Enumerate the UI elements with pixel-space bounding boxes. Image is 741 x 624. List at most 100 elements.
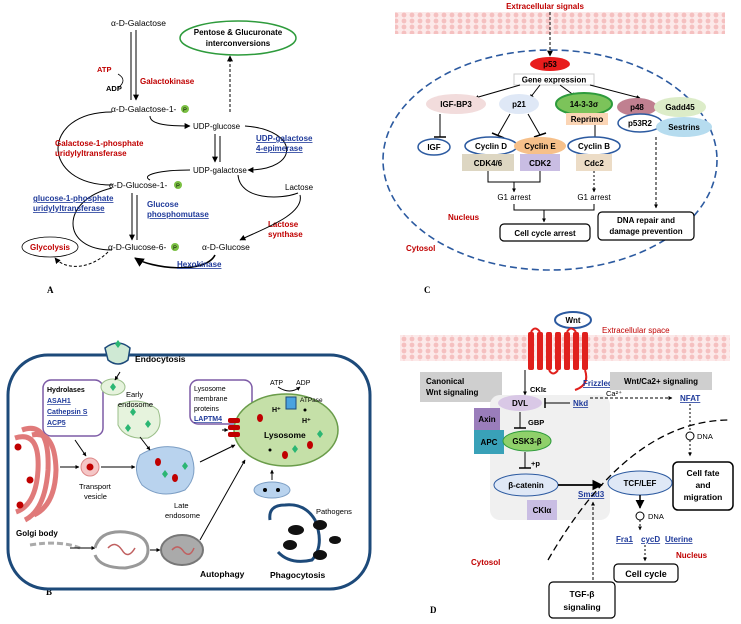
glucose-1-p: α-D-Glucose-1- — [109, 180, 167, 190]
cdc2-label: Cdc2 — [584, 159, 604, 168]
panel-a-letter: A — [47, 285, 54, 295]
cathepsin-label: Cathepsin S — [47, 409, 88, 416]
wnt-ca-box — [610, 372, 712, 390]
igf-node — [417, 138, 451, 156]
dna-circle — [685, 431, 695, 441]
cyclin-e-node — [514, 137, 566, 155]
dna-repair-box — [597, 211, 695, 241]
p21-label: p21 — [512, 100, 526, 109]
nucleus-boundary — [547, 419, 731, 561]
mitochondrion — [171, 546, 195, 555]
beta-catenin-label: β-catenin — [508, 481, 544, 490]
glycolysis-label: Glycolysis — [30, 243, 71, 252]
autophagy-label: Autophagy — [200, 569, 245, 579]
cell-fate-3: migration — [684, 492, 723, 502]
inhibit-cycd — [497, 113, 511, 136]
panel-b-letter: B — [46, 587, 52, 597]
glycolysis-ellipse — [21, 236, 79, 258]
ca-label: Ca²⁺ — [606, 389, 622, 398]
panel-b: B Endocytosis Hydrolases ASAH1 Cathepsin… — [6, 340, 372, 597]
smad3-label: Smad3 — [578, 490, 605, 499]
lactose-curve-2 — [239, 194, 301, 241]
1433-label: 14-3-3σ — [570, 100, 599, 109]
early-endosome-label-2: endosome — [118, 400, 153, 409]
canonical-box — [420, 372, 502, 402]
cdk-join — [487, 171, 541, 183]
cell-fate-box — [672, 461, 734, 511]
hydrolase-dot — [155, 458, 161, 466]
late-endosome-label-1: Late — [174, 501, 189, 510]
nkd-label: Nkd — [573, 399, 588, 408]
golgi-body — [14, 426, 59, 523]
galactokinase-label: Galactokinase — [140, 77, 195, 86]
apc-label: APC — [481, 438, 498, 447]
golgi-label: Golgi body — [16, 529, 58, 538]
panel-a: A α-D-Galactose ATP ADP Galactokinase Pe… — [21, 18, 314, 295]
gene-expression-box — [513, 73, 595, 86]
phosphate-icon — [174, 181, 182, 189]
dvl-label: DVL — [512, 399, 528, 408]
g1-arrest-1: G1 arrest — [497, 193, 531, 202]
atp-label: ATP — [270, 380, 283, 387]
lmp-label-1: Lysosome — [194, 386, 226, 393]
pgm-label-2: phosphomutase — [147, 210, 209, 219]
transport-label-1: Transport — [79, 482, 112, 491]
cargo-diamond — [130, 408, 136, 416]
cargo-diamond — [145, 420, 151, 428]
fra1-label: Fra1 — [616, 535, 633, 544]
interconversions-label: interconversions — [206, 39, 271, 48]
mitochondrion — [107, 543, 136, 556]
nucleus-label: Nucleus — [676, 551, 708, 560]
hydrolase-to-vesicle — [74, 439, 87, 457]
cyclin-b-label: Cyclin B — [578, 142, 610, 151]
phosphate-label: P — [176, 184, 180, 190]
h-plus-1: H⁺ — [272, 407, 281, 414]
gpu-label-1: Galactose-1-phosphate — [55, 139, 144, 148]
lmp-label-2: membrane — [194, 396, 228, 403]
gpu-to-udpglc — [149, 115, 191, 129]
tgf-box — [548, 581, 616, 619]
pgm-label-1: Glucose — [147, 200, 179, 209]
cdc2-box — [576, 154, 612, 171]
pathogen — [329, 536, 341, 544]
cell-fate-1: Cell fate — [686, 468, 719, 478]
cdk46-box — [462, 154, 514, 171]
autophagy-membrane — [29, 541, 81, 550]
phosphate-icon — [171, 243, 179, 251]
arrow-igfbp3 — [474, 84, 521, 99]
arrest-join — [513, 204, 595, 211]
cca-label: Cell cycle arrest — [514, 229, 576, 238]
hydrolase-dot — [257, 414, 263, 422]
late-to-lysosome — [199, 444, 236, 463]
alpha-d-glucose: α-D-Glucose — [202, 242, 250, 252]
tcf-lef-label: TCF/LEF — [624, 479, 657, 488]
uterine-label: Uterine — [665, 535, 693, 544]
cargo-diamond — [162, 470, 168, 478]
tgf-label-1: TGF-β — [569, 589, 594, 599]
galactose-1-p: α-D-Galactose-1- — [111, 104, 177, 114]
igf-label: IGF — [427, 143, 440, 152]
cargo-diamond — [110, 383, 116, 391]
adp-label: ADP — [296, 380, 311, 387]
hydrolase-dot — [86, 463, 94, 471]
lactose-curve-1 — [237, 174, 299, 198]
laptm4-label: LAPTM4 — [194, 416, 222, 423]
gene-expression-label: Gene expression — [522, 76, 587, 85]
g1pu-label-2: uridylyltransferase — [33, 204, 105, 213]
apc-box — [474, 430, 504, 454]
reprimo-label: Reprimo — [571, 115, 604, 124]
panel-d-letter: D — [430, 605, 437, 615]
cell-cycle-box — [613, 563, 679, 583]
inhibit-bar — [533, 132, 547, 138]
lysosome-membrane-proteins — [222, 418, 240, 437]
g1pu-curve — [72, 187, 113, 251]
pathogen — [288, 525, 304, 535]
sestrins-node — [656, 117, 712, 137]
cell-fate-2: and — [695, 480, 710, 490]
pathogens-label: Pathogens — [316, 507, 352, 516]
hexokinase-arrow — [134, 254, 216, 269]
cytosol-label: Cytosol — [406, 244, 435, 253]
cargo-diamond — [125, 424, 131, 432]
cca-box — [499, 223, 591, 242]
